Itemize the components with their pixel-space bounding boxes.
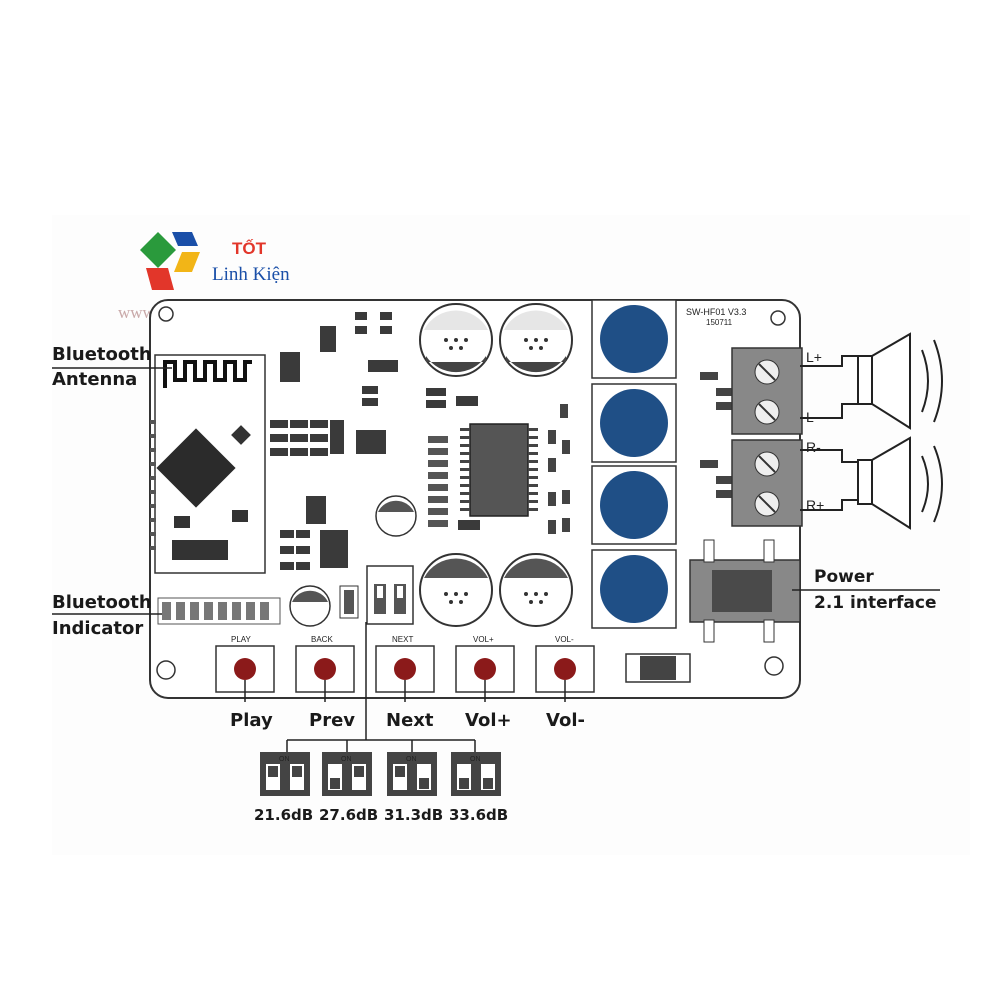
dip-on-4: ON (470, 756, 481, 763)
power-jack-barrel (712, 570, 772, 612)
cap-dot-patterns (444, 338, 548, 604)
dip-on-3: ON (406, 756, 417, 763)
label-vol-up: Vol+ (465, 710, 512, 731)
callout-power-line2: 2.1 interface (814, 593, 936, 613)
silk-next: NEXT (392, 635, 413, 644)
indicator-header-outline (157, 597, 281, 625)
mount-hole-tl (158, 306, 174, 322)
silk-vol-down: VOL- (555, 635, 574, 644)
button-labels: Play Prev Next Vol+ Vol- (230, 680, 585, 731)
terminal-right (731, 439, 803, 527)
power-jack (689, 539, 801, 643)
silk-vol-up: VOL+ (473, 635, 494, 644)
gain-tree-lines (286, 622, 476, 752)
cap-c40 (499, 553, 573, 627)
speaker-left-icon (800, 332, 943, 430)
gain-label-3: 31.3dB (384, 806, 443, 824)
cap-tantalum (330, 420, 344, 454)
inductors (591, 299, 677, 629)
label-vol-down: Vol- (546, 710, 585, 731)
inductor-l4 (591, 383, 677, 463)
bt-antenna-trace (163, 360, 252, 388)
resistor-array (428, 436, 448, 527)
cap-c39 (419, 553, 493, 627)
callout-bt-indicator-line2: Indicator (52, 618, 143, 639)
terminal-label-r-minus: R- (806, 439, 821, 455)
ic-u4 (320, 530, 348, 568)
mount-hole-bl (156, 660, 176, 680)
terminal-label-l-plus: L+ (806, 349, 822, 365)
silk-play: PLAY (231, 635, 252, 644)
label-next: Next (386, 710, 434, 731)
bluetooth-indicator-header (157, 597, 281, 625)
cap-c43 (375, 495, 417, 537)
inductor-l3 (591, 465, 677, 545)
dip-27-6db: ON (322, 752, 372, 796)
gain-label-2: 27.6dB (319, 806, 378, 824)
callouts: Bluetooth Antenna Bluetooth Indicator Po… (52, 344, 940, 639)
inductor-l2 (591, 549, 677, 629)
ic-u3 (306, 496, 326, 524)
label-play: Play (230, 710, 273, 731)
amp-caps (548, 404, 570, 534)
fuse-body (640, 656, 676, 680)
output-caps (700, 372, 732, 498)
logo-green-shape (140, 232, 176, 268)
bt-cap-2 (174, 516, 190, 528)
bt-crystal (231, 425, 251, 445)
gain-labels: 21.6dB 27.6dB 31.3dB 33.6dB (254, 806, 508, 824)
dip-on-1: ON (279, 756, 290, 763)
gain-label-4: 33.6dB (449, 806, 508, 824)
dip-33-6db: ON (451, 752, 501, 796)
diode-d1 (368, 360, 398, 372)
cap-c18 (289, 585, 331, 627)
logo-bottom-text: Linh Kiện (212, 264, 290, 285)
ic-q1 (320, 326, 336, 352)
speaker-right-icon (800, 436, 943, 530)
mount-hole-br (764, 656, 784, 676)
logo-blue-shape (172, 232, 198, 246)
terminal-left (731, 347, 803, 435)
bt-chip (156, 428, 236, 508)
electrolytic-caps (289, 303, 573, 627)
inductor-l1 (591, 299, 677, 379)
bt-cap-1 (232, 510, 248, 522)
silk-back: BACK (311, 635, 333, 644)
callout-bt-antenna-line1: Bluetooth (52, 344, 152, 365)
callout-bt-antenna-line2: Antenna (52, 369, 137, 390)
amp-ic-body (469, 423, 529, 517)
dip-31-3db: ON (387, 752, 437, 796)
ic-u2 (356, 430, 386, 454)
mount-hole-tr (770, 310, 786, 326)
logo-top-text: TỐT (232, 238, 267, 258)
bt-flash-chip (172, 540, 228, 560)
speaker-terminals: L+ L- R- R+ (731, 347, 824, 527)
callout-power-line1: Power (814, 567, 874, 587)
logo-yellow-shape (174, 252, 200, 272)
gain-label-1: 21.6dB (254, 806, 313, 824)
bt-side-pads (150, 420, 156, 550)
callout-bt-indicator-line1: Bluetooth (52, 592, 152, 613)
logo-red-shape (146, 268, 174, 290)
board-date-text: 150711 (706, 318, 733, 327)
amplifier-ic (460, 423, 538, 517)
ic-u1 (280, 352, 300, 382)
bluetooth-module (154, 354, 266, 574)
dip-on-2: ON (341, 756, 352, 763)
smd-components (270, 312, 480, 570)
board-model-text: SW-HF01 V3.3 (686, 307, 746, 317)
gain-dip-switches: ON ON ON ON (260, 752, 501, 796)
dip-21-6db: ON (260, 752, 310, 796)
label-prev: Prev (309, 710, 355, 731)
board-dip-switch (366, 565, 414, 625)
cap-c25 (419, 303, 493, 377)
